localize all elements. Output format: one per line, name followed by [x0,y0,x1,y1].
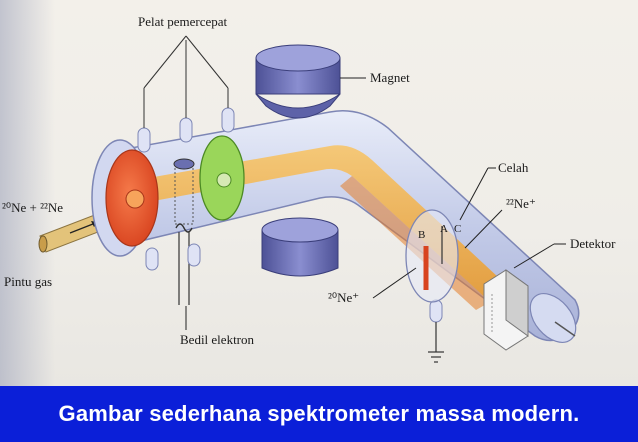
label-ne20-ion: ²⁰Ne⁺ [328,290,359,305]
lower-magnet [261,217,339,277]
upper-magnet [255,44,341,119]
label-detector: Detektor [570,236,616,251]
label-slit: Celah [498,160,529,175]
label-magnet: Magnet [370,70,410,85]
electron-gun [173,158,195,305]
label-gas-inlet: Pintu gas [4,274,52,289]
green-accelerating-plate [199,135,245,221]
label-electron-gun: Bedil elektron [180,332,255,347]
label-point-a: A [440,223,448,235]
detector-block [483,269,529,351]
label-accelerating-plates: Pelat pemercepat [138,14,228,29]
label-point-c: C [454,223,461,235]
leader-lines [185,77,566,330]
diagram-photo: Pelat pemercepat Magnet Celah ²²Ne⁺ Dete… [0,0,638,386]
accelerating-plate-leads [143,35,229,128]
slit-plate [405,209,459,363]
label-ne22-ion: ²²Ne⁺ [506,196,536,211]
caption: Gambar sederhana spektrometer massa mode… [58,401,580,426]
mass-spectrometer-diagram: Pelat pemercepat Magnet Celah ²²Ne⁺ Dete… [0,0,616,386]
label-point-b: B [418,229,425,241]
ionization-chamber [91,139,159,257]
page-shadow [0,0,55,386]
label-gas-mixture: ²⁰Ne + ²²Ne [2,200,63,215]
